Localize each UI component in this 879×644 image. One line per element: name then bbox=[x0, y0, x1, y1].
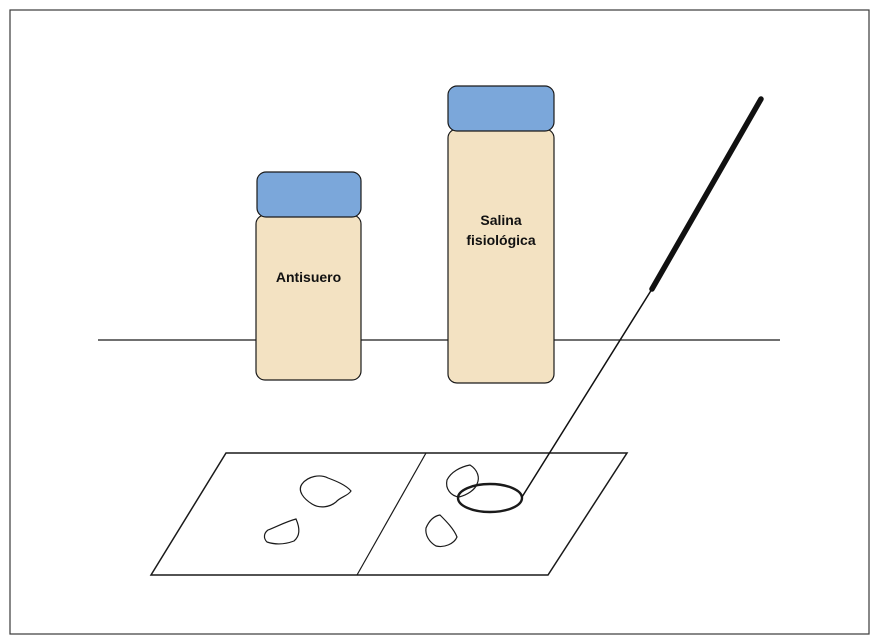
antiserum-bottle-body bbox=[255, 214, 362, 381]
saline-bottle-body bbox=[447, 128, 555, 384]
saline-bottle-cap bbox=[447, 85, 555, 132]
sample-particle bbox=[263, 518, 300, 545]
saline-label-line-1: Salina bbox=[480, 212, 521, 228]
slide-outline bbox=[149, 452, 629, 576]
glass-slide-icon bbox=[149, 452, 629, 576]
mixing-drop-ring bbox=[456, 482, 524, 514]
saline-label-line-2: fisiológica bbox=[466, 232, 535, 248]
antiserum-label: Antisuero bbox=[276, 269, 341, 285]
antiserum-bottle-icon: Antisuero bbox=[255, 171, 362, 381]
antiserum-bottle-cap bbox=[256, 171, 362, 218]
diagram-frame bbox=[9, 9, 870, 635]
saline-bottle-icon: Salina fisiológica bbox=[447, 85, 555, 384]
sample-particle bbox=[299, 475, 352, 508]
stick-handle bbox=[649, 96, 764, 292]
stick-tip bbox=[521, 288, 653, 498]
slide-divider bbox=[356, 452, 427, 576]
sample-particle bbox=[425, 514, 458, 548]
applicator-stick-icon bbox=[521, 96, 764, 498]
